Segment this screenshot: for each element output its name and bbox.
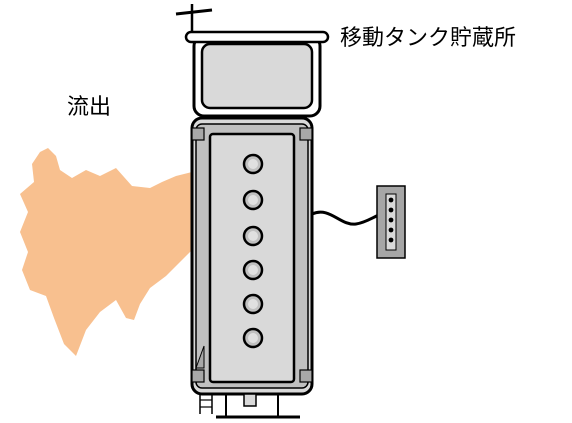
cab bbox=[184, 30, 330, 118]
valve-icon bbox=[242, 327, 264, 349]
antenna-icon bbox=[175, 4, 213, 34]
rear-ladder bbox=[199, 394, 213, 414]
storage-label: 移動タンク貯蔵所 bbox=[340, 26, 517, 51]
valve-icon bbox=[242, 225, 264, 247]
valve-icon bbox=[242, 259, 264, 281]
leak-puddle bbox=[20, 148, 192, 356]
valve-column bbox=[242, 153, 264, 349]
valve-icon bbox=[242, 189, 264, 211]
leak-label: 流出 bbox=[67, 95, 112, 120]
bumper bbox=[216, 393, 300, 419]
valve-icon bbox=[242, 293, 264, 315]
tank-body bbox=[190, 116, 314, 396]
connector-icon bbox=[376, 185, 406, 259]
valve-icon bbox=[242, 153, 264, 175]
